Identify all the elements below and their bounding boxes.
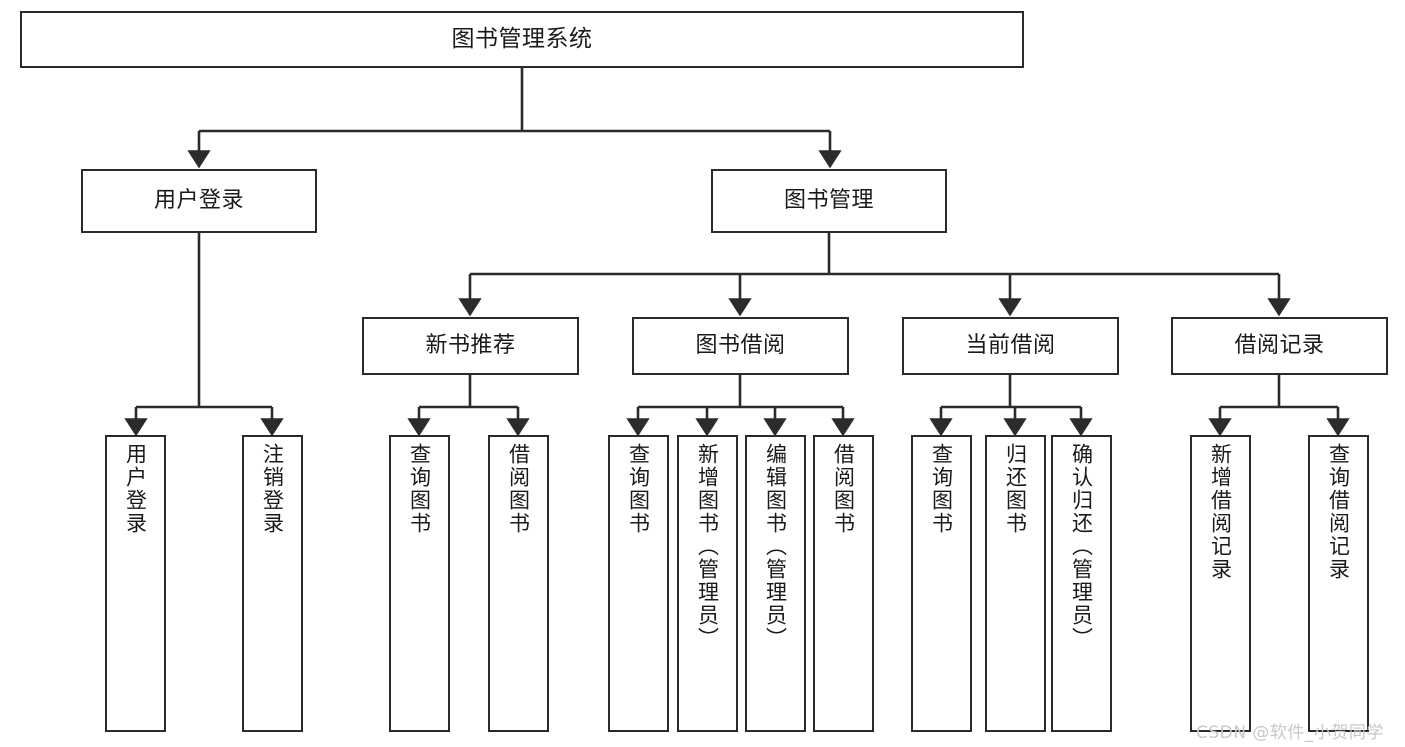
node-label: 新增借阅记录 — [1208, 443, 1233, 581]
node-root[interactable]: 图书管理系统 — [20, 11, 1024, 68]
node-user-login[interactable]: 用户登录 — [81, 169, 317, 233]
node-label: 归还图书 — [1003, 443, 1028, 535]
node-label: 用户登录 — [123, 443, 148, 535]
node-label: 查询图书 — [929, 443, 954, 535]
node-label: 图书管理系统 — [451, 25, 593, 52]
node-leaf-borrow-add-book[interactable]: 新增图书（管理员） — [677, 435, 738, 732]
node-borrow-records[interactable]: 借阅记录 — [1171, 317, 1388, 375]
node-label: 查询图书 — [407, 443, 432, 535]
node-leaf-current-confirm-return[interactable]: 确认归还（管理员） — [1051, 435, 1112, 732]
node-leaf-current-query-books[interactable]: 查询图书 — [911, 435, 972, 732]
node-label: 借阅图书 — [831, 443, 856, 535]
node-label: 新增图书（管理员） — [695, 443, 720, 650]
node-label: 查询图书 — [626, 443, 651, 535]
node-current-borrow[interactable]: 当前借阅 — [902, 317, 1119, 375]
node-leaf-record-query[interactable]: 查询借阅记录 — [1308, 435, 1369, 732]
node-new-book-recommend[interactable]: 新书推荐 — [362, 317, 579, 375]
node-label: 图书借阅 — [695, 333, 786, 359]
node-label: 用户登录 — [153, 188, 244, 214]
node-book-borrow[interactable]: 图书借阅 — [632, 317, 849, 375]
node-leaf-rec-borrow-books[interactable]: 借阅图书 — [488, 435, 549, 732]
node-label: 借阅记录 — [1234, 333, 1325, 359]
node-label: 当前借阅 — [965, 333, 1056, 359]
node-label: 图书管理 — [783, 188, 874, 214]
node-label: 注销登录 — [260, 443, 285, 535]
node-label: 编辑图书（管理员） — [763, 443, 788, 650]
node-leaf-user-logout[interactable]: 注销登录 — [242, 435, 303, 732]
node-label: 新书推荐 — [425, 333, 516, 359]
node-leaf-borrow-query-books[interactable]: 查询图书 — [608, 435, 669, 732]
node-leaf-borrow-edit-book[interactable]: 编辑图书（管理员） — [745, 435, 806, 732]
node-book-management[interactable]: 图书管理 — [711, 169, 947, 233]
node-leaf-borrow-borrow-book[interactable]: 借阅图书 — [813, 435, 874, 732]
watermark-csdn: CSDN @软件_小贺同学 — [1196, 723, 1384, 743]
node-leaf-current-return-book[interactable]: 归还图书 — [985, 435, 1046, 732]
node-label: 借阅图书 — [506, 443, 531, 535]
node-label: 查询借阅记录 — [1326, 443, 1351, 581]
node-label: 确认归还（管理员） — [1069, 443, 1094, 650]
node-leaf-user-login[interactable]: 用户登录 — [105, 435, 166, 732]
node-leaf-record-add[interactable]: 新增借阅记录 — [1190, 435, 1251, 732]
node-leaf-rec-query-books[interactable]: 查询图书 — [389, 435, 450, 732]
